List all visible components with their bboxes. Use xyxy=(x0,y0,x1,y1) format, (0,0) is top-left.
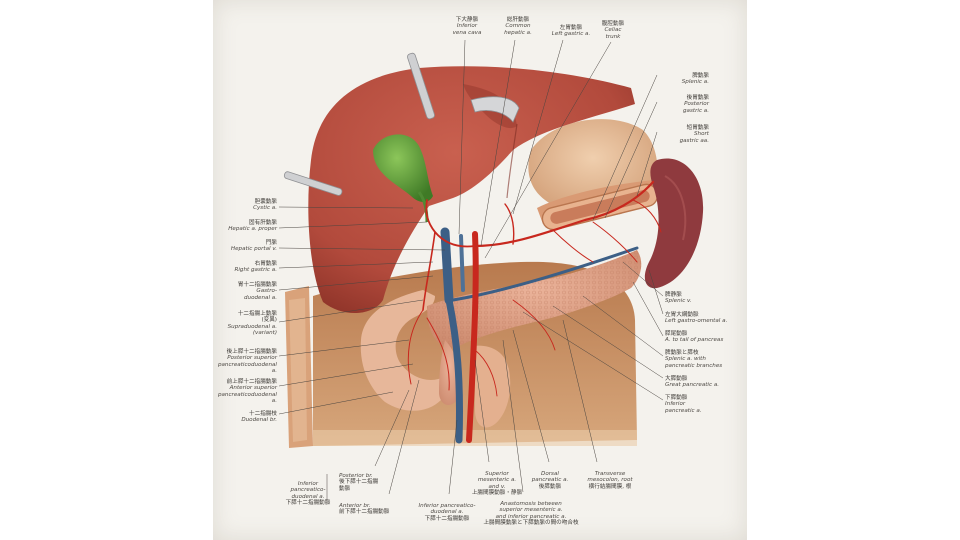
label-inferior-pd-a-center: Inferior pancreatico- duodenal a.下膵十二指腸動… xyxy=(418,502,476,522)
label-inferior-pd-a-left: Inferior pancreatico- duodenal a.下膵十二指腸動… xyxy=(285,480,331,507)
arteries xyxy=(407,180,662,443)
gallbladder xyxy=(373,134,433,223)
veins xyxy=(440,227,639,444)
leader-lines xyxy=(278,39,664,500)
label-supraduodenal-a: 十二指腸上動脈 (変異)Supraduodenal a. (variant) xyxy=(227,310,277,337)
label-dorsal-pancreatic-a: Dorsal pancreatic a.後膵動脈 xyxy=(531,470,569,490)
label-anastomosis: Anastomosis between superior mesenteric … xyxy=(483,500,579,527)
stomach xyxy=(528,119,659,231)
label-anterior-br: Anterior br.前下膵十二指腸動脈 xyxy=(339,502,390,516)
spleen xyxy=(644,158,704,289)
label-posterior-br: Posterior br.後下膵十二指腸 動脈 xyxy=(339,472,379,492)
label-superior-mesenteric-a-v: Superior mesenteric a. and v.上腸間膜動脈・静脈 xyxy=(471,470,523,497)
abdominal-wall xyxy=(285,286,313,448)
retractors xyxy=(283,52,520,196)
